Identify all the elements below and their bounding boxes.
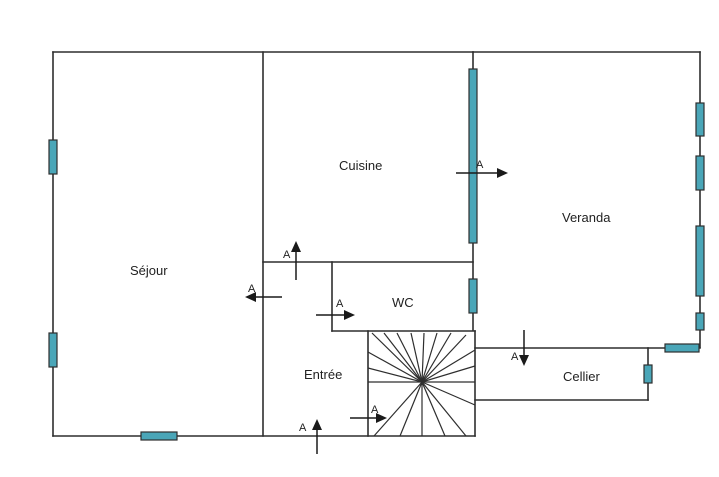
stair-step <box>421 349 476 383</box>
window-veranda-right-1 <box>695 102 705 137</box>
windows <box>48 68 705 441</box>
stair-step <box>421 381 446 437</box>
stair-step <box>367 351 423 383</box>
window-cellier <box>643 364 653 384</box>
window-veranda-right-3 <box>695 225 705 297</box>
room-label-sejour: Séjour <box>130 263 168 278</box>
stair-step <box>421 332 425 383</box>
arrow-label: A <box>511 351 519 363</box>
window-veranda-bottom <box>664 343 700 353</box>
window-sejour-left-upper <box>48 139 58 175</box>
window-sejour-left-lower <box>48 332 58 368</box>
room-label-entree: Entrée <box>304 367 342 382</box>
stair-step <box>367 367 423 383</box>
arrow-label: A <box>283 249 291 261</box>
room-label-cuisine: Cuisine <box>339 158 382 173</box>
window-sejour-bottom <box>140 431 178 441</box>
stair-step <box>421 332 452 383</box>
stair-step <box>371 332 423 383</box>
stair-step <box>383 332 423 383</box>
window-kitchen-veranda <box>468 68 478 244</box>
window-veranda-right-4 <box>695 312 705 331</box>
arrow-label: A <box>336 298 344 310</box>
arrow-label: A <box>476 159 484 171</box>
stair-step <box>421 334 467 383</box>
stair-step <box>410 332 423 383</box>
stair-step <box>421 332 438 383</box>
stair-step <box>373 381 423 437</box>
arrow-entree-stairs: A <box>350 404 387 423</box>
arrow-kitchen-veranda: A <box>456 159 508 178</box>
arrow-entree-sejour: A <box>245 283 282 302</box>
stair-step <box>421 381 467 437</box>
arrow-entree-wc: A <box>316 298 355 320</box>
airflow-arrows: A A A A A A <box>245 159 529 454</box>
arrow-label: A <box>299 422 307 434</box>
stair-step <box>421 365 476 383</box>
arrow-veranda-cellier: A <box>511 330 529 366</box>
room-labels: Séjour Cuisine Veranda WC Entrée Cellier <box>130 158 611 384</box>
room-label-cellier: Cellier <box>563 369 601 384</box>
arrow-label: A <box>248 283 256 295</box>
stair-step <box>396 332 423 383</box>
arrow-entrance: A <box>299 419 322 454</box>
stair-step <box>421 381 476 406</box>
arrow-label: A <box>371 404 379 416</box>
walls <box>52 51 701 437</box>
staircase <box>367 332 476 437</box>
room-label-veranda: Veranda <box>562 210 611 225</box>
window-veranda-right-2 <box>695 155 705 191</box>
arrow-entree-kitchen: A <box>283 241 301 280</box>
room-label-wc: WC <box>392 295 414 310</box>
window-wc <box>468 278 478 314</box>
stair-step <box>399 381 423 437</box>
